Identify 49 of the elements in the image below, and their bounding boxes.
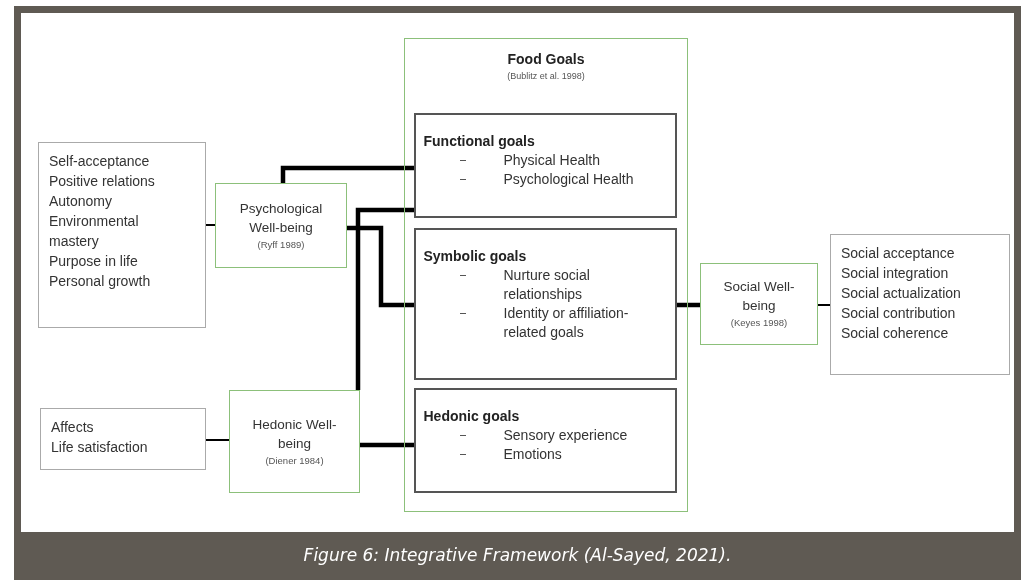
box-title: Hedonic Well-being (251, 415, 338, 453)
list-item: Social integration (841, 264, 950, 283)
list-item: Positive relations (49, 172, 156, 191)
list-item: Autonomy (49, 192, 114, 211)
goal-item: Nurture social relationships (503, 265, 591, 304)
citation: (Diener 1984) (264, 453, 325, 468)
item-list-box (38, 142, 206, 328)
goal-box (413, 112, 677, 218)
connector-line (817, 304, 831, 306)
well-being-box (229, 390, 360, 493)
list-item: Self-acceptance (49, 152, 151, 171)
list-item: Environmental mastery (49, 212, 140, 251)
connector-line (280, 165, 414, 183)
list-item: Social coherence (841, 324, 950, 343)
goal-item: Emotions (503, 444, 562, 464)
list-item: Purpose in life (49, 252, 139, 271)
goal-item: Psychological Health (503, 169, 634, 189)
citation: (Ryff 1989) (256, 237, 306, 252)
citation: (Bublitz et al. 1998) (506, 71, 586, 81)
connector-line (205, 439, 230, 441)
connector-line (360, 442, 414, 448)
goal-item: Physical Health (503, 150, 600, 170)
goal-item: Identity or affiliation-related goals (503, 303, 630, 342)
group-box (404, 38, 688, 512)
goal-box (413, 387, 677, 493)
group-title: Food Goals (506, 51, 586, 67)
connector-line (355, 207, 414, 390)
box-title: Social Well-being (722, 278, 796, 315)
connector-line (677, 302, 700, 308)
goal-item: Sensory experience (503, 425, 628, 445)
connector-line (205, 224, 216, 226)
well-being-box (215, 183, 347, 268)
list-item: Affects (51, 418, 95, 437)
goal-heading: Hedonic goals (423, 406, 521, 426)
goal-heading: Functional goals (423, 131, 536, 151)
goal-box (413, 227, 677, 380)
goal-heading: Symbolic goals (423, 246, 528, 266)
item-list-box (40, 408, 206, 470)
well-being-box (700, 263, 818, 345)
connector-line (347, 225, 414, 308)
item-list-box (830, 234, 1010, 375)
list-item: Social contribution (841, 304, 957, 323)
citation: (Keyes 1998) (729, 316, 789, 330)
box-title: Psychological Well-being (238, 199, 324, 237)
list-item: Social acceptance (841, 244, 956, 263)
list-item: Life satisfaction (51, 438, 149, 457)
list-item: Social actualization (841, 284, 962, 303)
list-item: Personal growth (49, 272, 152, 291)
figure-caption: Figure 6: Integrative Framework (Al-Sayed, 2021). (302, 545, 733, 565)
